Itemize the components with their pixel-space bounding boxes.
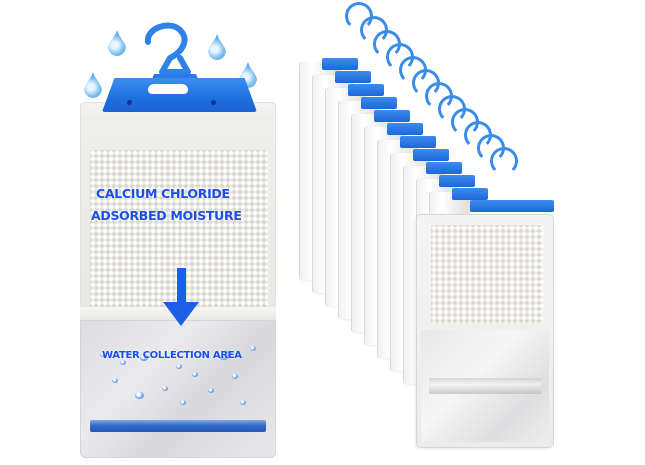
water-collection-pouch — [80, 320, 276, 458]
droplet-icon — [176, 364, 182, 369]
hanger-plate — [102, 78, 257, 112]
calcium-chloride-pearls — [90, 150, 268, 310]
hanger-plate — [426, 162, 462, 174]
hanger-slot — [148, 84, 188, 94]
hanger-plate — [374, 110, 410, 122]
hanger-plate — [413, 149, 449, 161]
down-arrow-icon — [177, 268, 186, 304]
hanger-plate — [361, 97, 397, 109]
front-bag — [417, 215, 553, 447]
label-adsorbed-moisture: ADSORBED MOISTURE — [91, 208, 242, 223]
hanger-plate — [387, 123, 423, 135]
hanger-plate — [335, 71, 371, 83]
rivet — [211, 100, 216, 105]
water-collection-pouch — [421, 330, 549, 442]
droplet-icon — [180, 400, 186, 405]
label-water-collection-area: WATER COLLECTION AREA — [102, 350, 242, 361]
droplet-icon — [140, 354, 148, 361]
droplet-icon — [208, 388, 214, 393]
calcium-chloride-pearls — [431, 225, 543, 323]
droplet-icon — [240, 400, 246, 405]
hanger-plate — [400, 136, 436, 148]
droplet-icon — [162, 386, 168, 391]
droplet-icon — [232, 374, 238, 379]
hanger-plate — [452, 188, 488, 200]
down-arrow-icon — [163, 302, 199, 326]
hanger-plate — [439, 175, 475, 187]
droplet-icon — [100, 352, 106, 357]
hanger-plate — [348, 84, 384, 96]
droplet-icon — [112, 378, 118, 383]
droplet-icon — [218, 350, 230, 360]
collected-water — [429, 378, 541, 394]
label-calcium-chloride: CALCIUM CHLORIDE — [96, 186, 230, 201]
rivet — [127, 100, 132, 105]
hanger-plate — [322, 58, 358, 70]
droplet-icon — [192, 372, 198, 377]
droplet-icon — [250, 346, 256, 351]
hanger-plate — [470, 200, 554, 212]
collected-water — [90, 420, 266, 432]
hanger-icon — [490, 147, 518, 175]
droplet-icon — [120, 360, 126, 365]
droplet-icon — [135, 392, 144, 399]
